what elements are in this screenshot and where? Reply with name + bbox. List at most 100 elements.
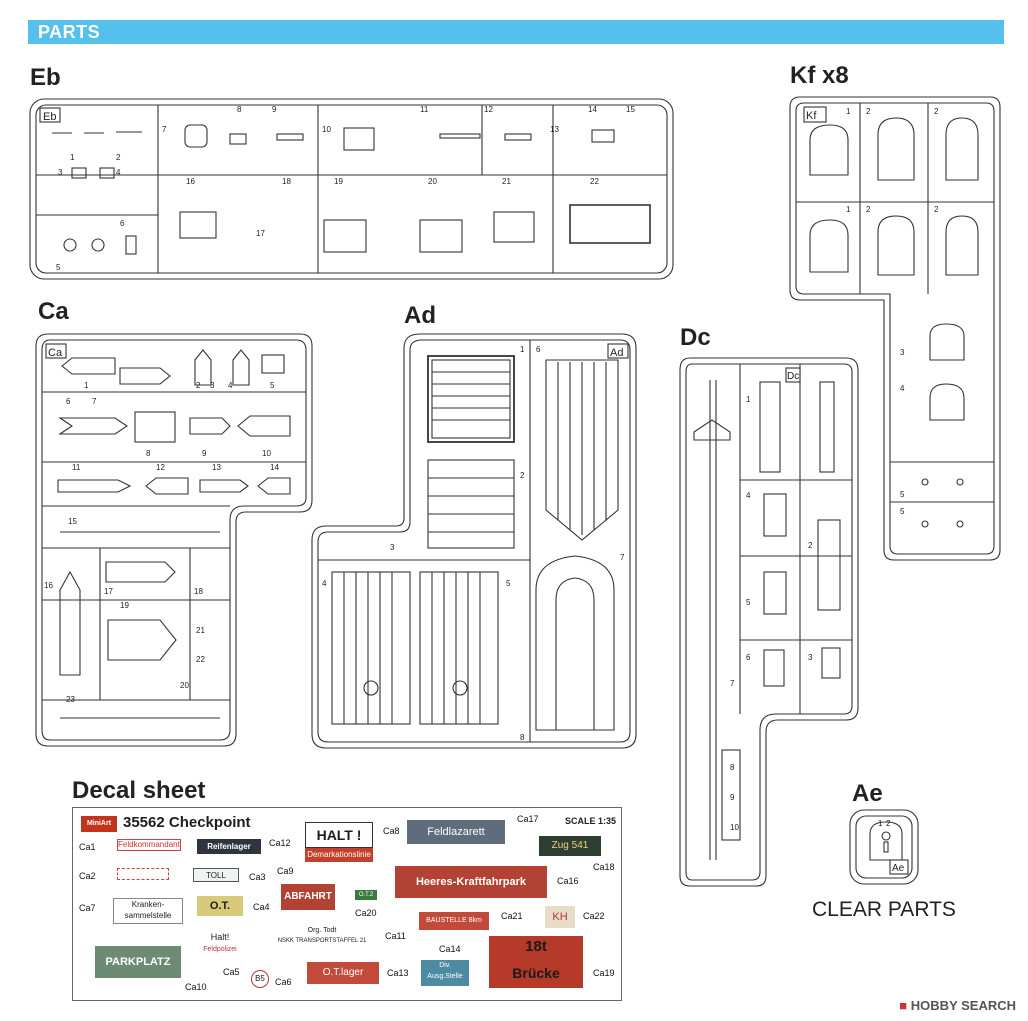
section-title-ae: Ae [852,780,883,807]
part-number: 3 [210,381,215,390]
decal-label: Ca7 [79,903,96,913]
part-number: 14 [270,463,279,472]
decal-sheet-title: Decal sheet [72,777,206,804]
part-number: 11 [420,105,429,114]
decal-feldkommandantur: Feldkommandantur [117,839,181,851]
decal-label: Ca1 [79,842,96,852]
decal-b5: B5 [251,970,269,988]
part-number: 8 [520,733,525,742]
decal-label: Ca16 [557,876,579,886]
decal-zug: Zug 541 [539,836,601,856]
hobby-search-text: HOBBY SEARCH [910,998,1016,1013]
decal-abfahrt: ABFAHRT [281,884,335,910]
part-number: 5 [270,381,275,390]
decal-label: Ca21 [501,911,523,921]
decal-label: Ca12 [269,838,291,848]
decal-label: Ca11 [385,931,406,941]
decal-ot: O.T. [197,896,243,916]
decal-label: Ca19 [593,968,615,978]
part-number: 2 [808,541,813,550]
part-number: 4 [746,491,751,500]
part-number: 9 [730,793,735,802]
sprue-tag-dc [785,367,801,383]
sprue-dc: Dc [679,357,859,887]
decal-label: Ca13 [387,968,409,978]
part-number: 13 [212,463,221,472]
part-number: 17 [104,587,113,596]
part-number: 14 [588,105,597,114]
decal-feldpolizei: Feldpolizei [203,946,237,953]
part-number: 1 [520,345,525,354]
sprue-tag-ca [45,343,67,359]
decal-brucke: Brücke [489,958,583,988]
part-number: 7 [162,125,167,134]
part-number: 10 [262,449,271,458]
part-number: 16 [44,581,53,590]
decal-demarkationslinie: Demarkationslinie [305,848,373,862]
part-number: 10 [730,823,739,832]
section-title-dc: Dc [680,324,711,351]
decal-label: Ca4 [253,902,270,912]
decal-toll: TOLL [193,868,239,882]
part-number: 7 [620,553,625,562]
part-number: 22 [196,655,205,664]
part-number: 20 [180,681,189,690]
decal-label: Ca3 [249,872,266,882]
part-number: 16 [186,177,195,186]
part-number: 1 [878,819,883,828]
part-number: 8 [237,105,242,114]
part-number: 11 [72,463,81,472]
part-number: 21 [196,626,205,635]
part-number: 1 [846,205,851,214]
hobby-search-watermark: ■ HOBBY SEARCH [899,998,1016,1013]
clear-parts-label: CLEAR PARTS [812,898,956,921]
sprue-eb: Eb [29,98,674,280]
part-number: 1 [846,107,851,116]
decal-halt: HALT ! [305,822,373,848]
decal-label: Ca22 [583,911,605,921]
part-number: 15 [68,517,77,526]
part-number: 2 [866,205,871,214]
part-number: 3 [808,653,813,662]
part-number: 5 [900,507,905,516]
sprue-tag-eb-text: Eb [43,111,56,123]
part-number: 9 [272,105,277,114]
decal-ot-lager: O.T.lager [307,962,379,984]
part-number: 17 [256,229,265,238]
decal-div-ausg: Div. Ausg.Stelle [421,960,469,986]
part-number: 7 [730,679,735,688]
sprue-ae: Ae [849,809,919,885]
decal-label: Ca10 [185,982,207,992]
part-number: 19 [120,601,129,610]
decal-reifenlager: Reifenlager [197,839,261,854]
decal-kranken: Kranken-sammelstelle [113,898,183,924]
part-number: 3 [58,168,63,177]
part-number: 2 [934,107,939,116]
part-number: 20 [428,177,437,186]
decal-kh: KH [545,906,575,928]
decal-sheet-name: 35562 Checkpoint [123,814,251,831]
part-number: 3 [900,348,905,357]
decal-label: Ca18 [593,862,615,872]
part-number: 2 [866,107,871,116]
sprue-tag-ad [607,343,629,359]
part-number: 4 [116,168,121,177]
part-number: 13 [550,125,559,134]
sprue-ad: Ad [311,333,637,749]
sprue-tag-ae [889,859,909,875]
part-number: 2 [886,819,891,828]
sprue-ca: Ca [35,333,313,747]
decal-baustelle: BAUSTELLE 8km [419,912,489,930]
sprue-tag-kf [803,106,827,123]
part-number: 6 [120,219,125,228]
miniart-logo: MiniArt [81,816,117,832]
decal-label: Ca5 [223,967,240,977]
part-number: 2 [520,471,525,480]
part-number: 1 [84,381,89,390]
part-number: 10 [322,125,331,134]
sprue-tag-dc-text: Dc [787,371,799,382]
sprue-tag-ad-text: Ad [610,347,623,359]
section-title-eb: Eb [30,64,61,91]
part-number: 9 [202,449,207,458]
